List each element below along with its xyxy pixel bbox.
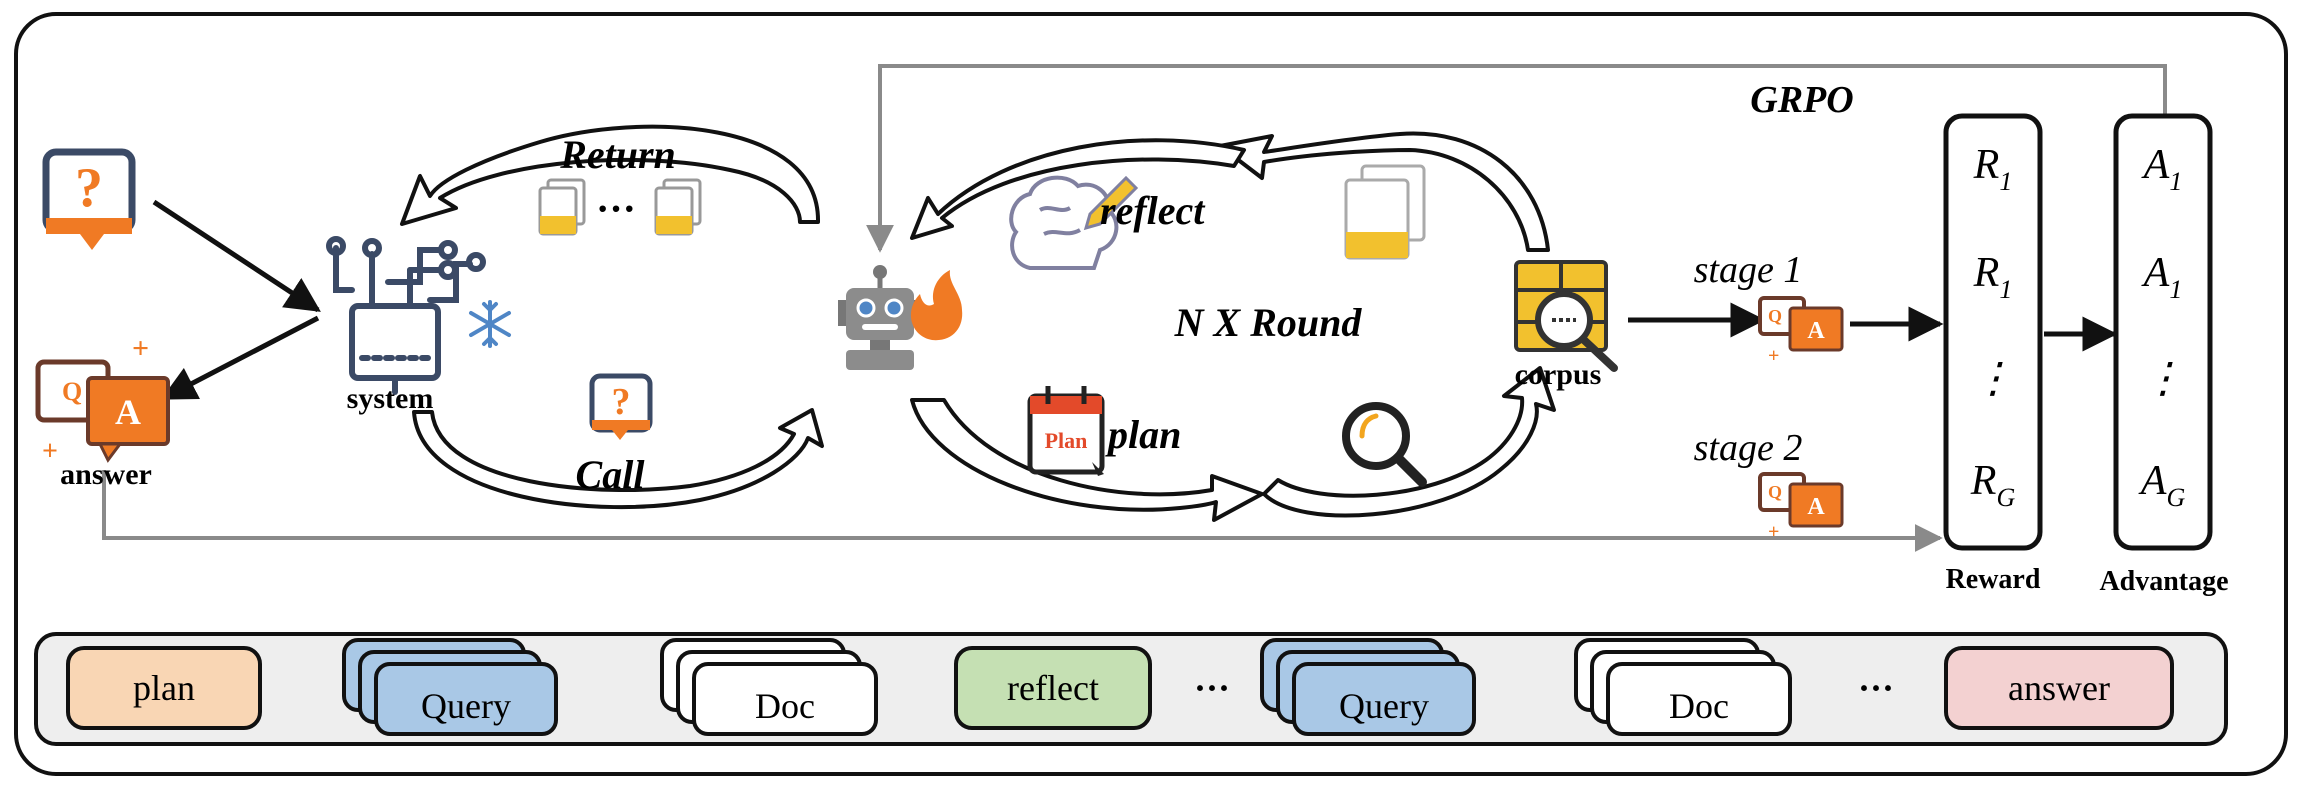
call-arrow	[412, 408, 824, 510]
call-question-mark: ?	[612, 381, 631, 423]
returned-docs-icon: ···	[538, 178, 702, 236]
answer-label: answer	[60, 458, 152, 491]
sequence-stack-label: Doc	[755, 686, 815, 726]
answer-feedback-line	[102, 470, 1943, 552]
return-label: Return	[559, 132, 676, 177]
stage1-q-letter: Q	[1768, 306, 1782, 326]
sequence-stack-label: Query	[1339, 686, 1429, 726]
corpus-label: corpus	[1515, 358, 1602, 391]
question-to-system-arrow	[152, 199, 321, 313]
plan-icon-text: Plan	[1045, 428, 1088, 453]
advantage-item: ⋮	[2142, 356, 2184, 402]
sequence-tag-label: reflect	[1007, 668, 1099, 708]
reward-item: RG	[1970, 458, 2016, 512]
stage2-chat-icon: Q A +	[1758, 472, 1844, 543]
reward-column	[1943, 113, 2043, 551]
snowflake-icon	[469, 300, 511, 348]
sequence-ellipsis: ···	[1858, 668, 1894, 708]
call-question-icon: ?	[589, 373, 653, 440]
answer-q-letter: Q	[62, 377, 82, 406]
search-icon	[1342, 402, 1427, 487]
reward-item: R1	[1973, 250, 2013, 304]
return-arrow	[400, 124, 821, 226]
system-label: system	[347, 382, 434, 415]
sequence-stack-card	[1292, 662, 1476, 736]
grpo-label: GRPO	[1750, 79, 1853, 121]
sequence-stack-card	[692, 662, 878, 736]
system-icon	[326, 236, 486, 395]
stage2-q-letter: Q	[1768, 482, 1782, 502]
stage1-a-letter: A	[1807, 318, 1825, 344]
round-label: N X Round	[1174, 300, 1363, 345]
reward-label: Reward	[1946, 564, 2041, 595]
stage2-label: stage 2	[1694, 427, 1803, 469]
sequence-tag-label: answer	[2008, 668, 2110, 708]
robot-icon	[838, 265, 922, 370]
question-mark: ?	[75, 157, 103, 219]
advantage-label: Advantage	[2099, 566, 2228, 597]
system-to-answer-arrow	[160, 315, 320, 401]
grpo-feedback-line	[866, 64, 2167, 253]
sequence-tag-reflect	[954, 646, 1152, 730]
call-label: Call	[576, 452, 646, 497]
brain-icon	[1009, 175, 1119, 270]
sequence-stack-label: Query	[421, 686, 511, 726]
corpus-icon	[1514, 260, 1618, 372]
advantage-item: A1	[2141, 250, 2183, 304]
plan-calendar-icon: Plan	[1027, 386, 1105, 476]
answer-chat-icon: Q A + +	[35, 332, 170, 467]
advantage-column	[2113, 113, 2213, 551]
docs-ellipsis: ···	[596, 186, 636, 231]
sparkle-icon: +	[1768, 345, 1779, 367]
sequence-tag-plan	[66, 646, 262, 730]
fire-icon	[910, 270, 963, 341]
reward-item: R1	[1973, 142, 2013, 196]
stage2-a-letter: A	[1807, 494, 1825, 520]
sparkle-icon: +	[42, 436, 58, 467]
outer-frame	[14, 12, 2288, 776]
stage1-label: stage 1	[1694, 249, 1803, 291]
retrieved-doc-icon	[1344, 164, 1426, 260]
sequence-tag-label: plan	[133, 668, 195, 708]
sequence-stack-label: Doc	[1669, 686, 1729, 726]
reward-item: ⋮	[1972, 356, 2014, 402]
advantage-item: AG	[2138, 458, 2186, 512]
answer-a-letter: A	[115, 392, 141, 432]
sparkle-icon: +	[132, 332, 149, 365]
plan-back-arrow	[910, 138, 1246, 240]
pencil-icon	[1083, 175, 1139, 231]
advantage-item: A1	[2141, 142, 2183, 196]
sparkle-icon: +	[1768, 521, 1779, 543]
reflect-label: reflect	[1100, 188, 1206, 233]
sequence-ellipsis: ···	[1194, 668, 1230, 708]
sequence-items: plan Query Doc reflect ··· Query Doc ··· answer	[66, 638, 2174, 736]
plan-label: plan	[1105, 412, 1181, 457]
search-up-arrow	[1262, 366, 1556, 518]
question-icon: ?	[42, 148, 136, 250]
stage1-chat-icon: Q A +	[1758, 296, 1844, 367]
sequence-stack-card	[374, 662, 558, 736]
sequence-tag-answer	[1944, 646, 2174, 730]
sequence-stack-card	[1606, 662, 1792, 736]
